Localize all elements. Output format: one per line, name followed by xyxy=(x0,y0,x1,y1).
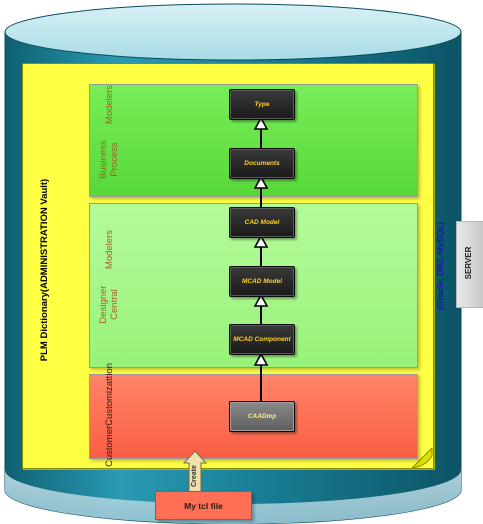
inheritance-arrowhead-documents xyxy=(253,175,269,189)
node-type-label: Type xyxy=(254,101,270,108)
node-mcad-component: MCAD Component xyxy=(229,324,295,355)
panel-fold-corner xyxy=(412,448,433,469)
cylinder-bottom-shade xyxy=(5,470,461,524)
inheritance-arrowhead-type xyxy=(253,116,269,130)
tcl-file-box: My tcl file xyxy=(155,491,252,520)
server-box xyxy=(456,221,483,308)
node-caadmp: CAADmp xyxy=(229,401,295,432)
node-documents: Documents xyxy=(229,148,295,179)
node-cad-model: CAD Model xyxy=(229,207,295,238)
cylinder-top xyxy=(4,3,462,61)
inheritance-arrowhead-mcad-model xyxy=(253,293,269,307)
inheritance-arrowhead-cad-model xyxy=(253,234,269,248)
node-caadmp-label: CAADmp xyxy=(247,413,277,420)
create-label: Create xyxy=(190,465,198,487)
node-documents-label: Documents xyxy=(244,160,280,167)
node-type: Type xyxy=(229,89,295,120)
node-mcad-component-label: MCAD Component xyxy=(233,336,291,343)
node-mcad-model-label: MCAD Model xyxy=(241,278,283,285)
node-mcad-model: MCAD Model xyxy=(229,266,295,297)
tcl-file-label: My tcl file xyxy=(184,500,223,511)
node-cad-model-label: CAD Model xyxy=(244,219,280,226)
inheritance-arrowhead-mcad-component xyxy=(253,352,269,366)
